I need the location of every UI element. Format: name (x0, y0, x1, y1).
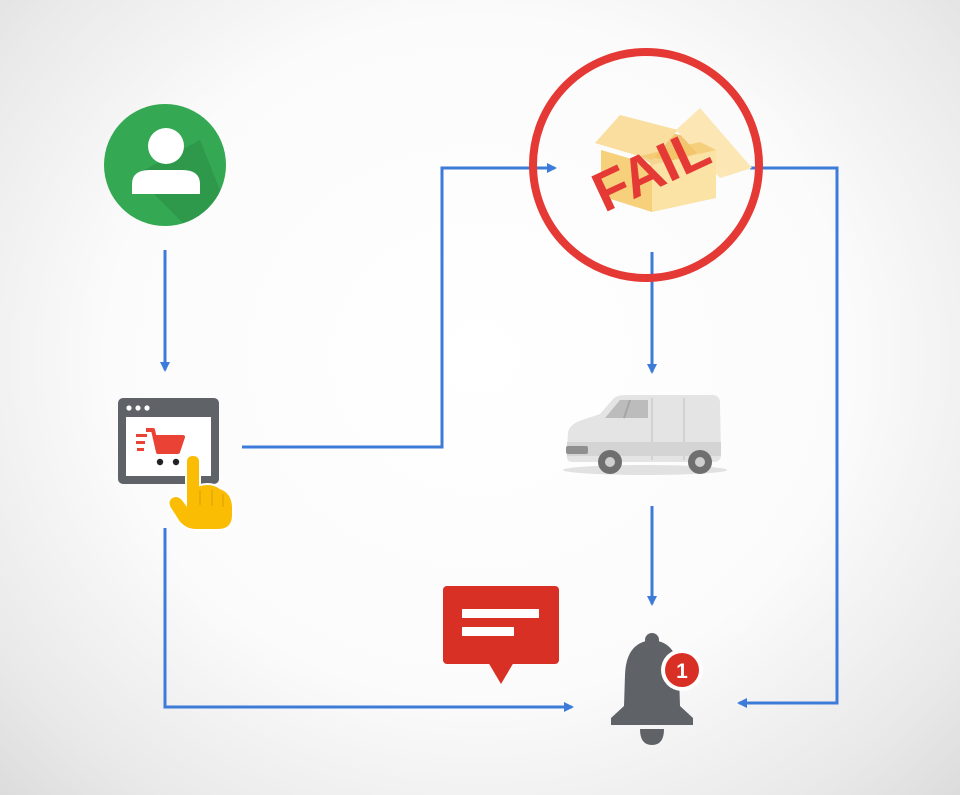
online-order-node (118, 398, 234, 531)
delivery-van-node (563, 395, 727, 475)
van-icon (563, 395, 727, 475)
connectors (160, 163, 839, 712)
edge-order-to-bell (163, 528, 574, 712)
notification-node: 1 (611, 633, 703, 745)
person-icon (132, 128, 200, 194)
message-node (443, 586, 559, 684)
package-node: FAIL (529, 48, 763, 282)
edge-package-to-bell (737, 166, 839, 708)
customer-node (104, 104, 226, 226)
fail-stamp-ring (529, 48, 763, 282)
notification-badge-count: 1 (676, 660, 688, 683)
edge-order-to-package (242, 163, 557, 449)
pointing-hand-icon (167, 453, 234, 531)
notification-badge: 1 (661, 649, 703, 691)
shopping-cart-icon (136, 428, 185, 466)
chat-message-icon (443, 586, 559, 684)
open-box-icon (595, 108, 752, 212)
